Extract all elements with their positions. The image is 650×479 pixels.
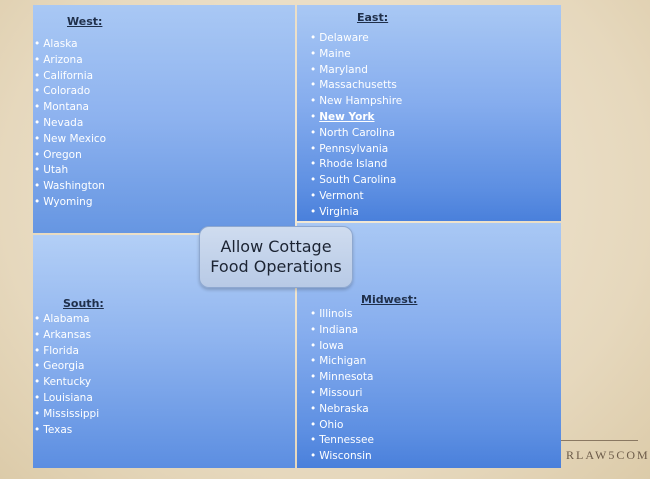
state-list-west: AlaskaArizonaCaliforniaColoradoMontanaNe…	[34, 37, 106, 211]
center-label-line2: Food Operations	[210, 257, 342, 276]
state-item: Georgia	[34, 359, 99, 375]
state-list-midwest: IllinoisIndianaIowaMichiganMinnesotaMiss…	[310, 307, 374, 465]
state-item: Missouri	[310, 386, 374, 402]
center-label: Allow Cottage Food Operations	[199, 226, 353, 288]
state-item: Michigan	[310, 354, 374, 370]
state-item: Washington	[34, 179, 106, 195]
state-item: Maine	[310, 47, 402, 63]
state-item: Arkansas	[34, 328, 99, 344]
quadrant-east: East: DelawareMaineMarylandMassachusetts…	[297, 5, 561, 221]
state-item: Oregon	[34, 148, 106, 164]
state-item: Indiana	[310, 323, 374, 339]
state-item: Mississippi	[34, 407, 99, 423]
state-item: Utah	[34, 163, 106, 179]
state-item: New Hampshire	[310, 94, 402, 110]
state-item: Minnesota	[310, 370, 374, 386]
state-item: Virginia	[310, 205, 402, 221]
state-item: New York	[310, 110, 402, 126]
state-item: Kentucky	[34, 375, 99, 391]
state-item: New Mexico	[34, 132, 106, 148]
state-item: Florida	[34, 344, 99, 360]
state-item: Illinois	[310, 307, 374, 323]
state-item: Nevada	[34, 116, 106, 132]
state-item: Texas	[34, 423, 99, 439]
state-item: Ohio	[310, 418, 374, 434]
state-item: Wyoming	[34, 195, 106, 211]
brand-watermark: RLAW5COM	[566, 448, 650, 462]
state-item: Nebraska	[310, 402, 374, 418]
state-item: Arizona	[34, 53, 106, 69]
state-item: Tennessee	[310, 433, 374, 449]
state-item: North Carolina	[310, 126, 402, 142]
quadrant-west: West: AlaskaArizonaCaliforniaColoradoMon…	[33, 5, 295, 233]
state-item: Montana	[34, 100, 106, 116]
state-item: Rhode Island	[310, 157, 402, 173]
state-item: Alaska	[34, 37, 106, 53]
state-item: Wisconsin	[310, 449, 374, 465]
state-item: Louisiana	[34, 391, 99, 407]
state-item: South Carolina	[310, 173, 402, 189]
state-item: Delaware	[310, 31, 402, 47]
state-item: Alabama	[34, 312, 99, 328]
state-item: Pennsylvania	[310, 142, 402, 158]
state-item: Colorado	[34, 84, 106, 100]
quadrant-title-midwest: Midwest:	[361, 293, 418, 306]
quadrant-title-south: South:	[63, 297, 104, 310]
state-item: Vermont	[310, 189, 402, 205]
state-item: Maryland	[310, 63, 402, 79]
region-diagram: West: AlaskaArizonaCaliforniaColoradoMon…	[33, 5, 561, 468]
footer-divider	[560, 440, 638, 441]
state-list-south: AlabamaArkansasFloridaGeorgiaKentuckyLou…	[34, 312, 99, 438]
state-item: California	[34, 69, 106, 85]
quadrant-midwest: Midwest: IllinoisIndianaIowaMichiganMinn…	[297, 223, 561, 468]
state-list-east: DelawareMaineMarylandMassachusettsNew Ha…	[310, 31, 402, 221]
center-label-line1: Allow Cottage	[220, 237, 332, 256]
state-item: Iowa	[310, 339, 374, 355]
quadrant-title-west: West:	[67, 15, 103, 28]
state-item: Massachusetts	[310, 78, 402, 94]
quadrant-title-east: East:	[357, 11, 389, 24]
